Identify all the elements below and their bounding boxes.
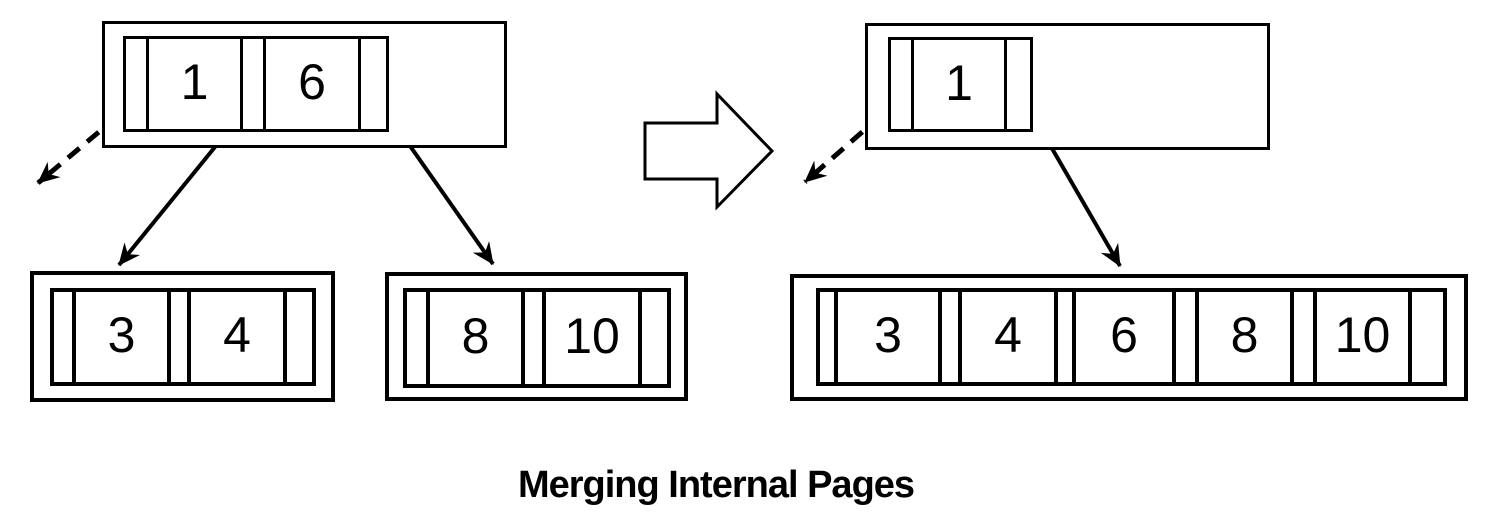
pointer-slot [126, 39, 149, 129]
pointer-slot [361, 39, 386, 129]
after-merged-child-record-strip: 3 4 6 8 10 [816, 288, 1447, 386]
key-value: 6 [1110, 307, 1138, 363]
key-cell: 4 [962, 292, 1058, 382]
before-root-record-strip: 1 6 [123, 36, 389, 132]
key-value: 3 [107, 307, 136, 363]
key-value: 6 [298, 54, 326, 110]
key-value: 3 [874, 307, 902, 363]
key-cell: 4 [191, 292, 287, 382]
key-value: 4 [994, 307, 1022, 363]
pointer-slot [891, 40, 914, 129]
pointer-slot [1176, 292, 1199, 382]
diagram-caption: Merging Internal Pages [517, 464, 915, 506]
after-root-page: 1 [865, 23, 1270, 150]
pointer-slot [1058, 292, 1076, 382]
pointer-slot [942, 292, 962, 382]
pointer-slot [171, 292, 191, 382]
key-cell: 6 [1076, 292, 1176, 382]
key-cell: 8 [1199, 292, 1294, 382]
key-value: 8 [1230, 307, 1259, 363]
key-cell: 3 [838, 292, 942, 382]
key-value: 1 [180, 54, 209, 110]
key-cell: 1 [914, 40, 1007, 129]
pointer-slot [54, 292, 76, 382]
key-cell: 1 [149, 39, 243, 129]
after-root-record-strip: 1 [888, 37, 1033, 132]
key-value: 10 [1334, 307, 1391, 363]
pointer-slot [243, 39, 266, 129]
pointer-slot [642, 292, 667, 384]
key-cell: 10 [546, 292, 642, 384]
pointer-slot [287, 292, 312, 382]
key-value: 8 [461, 308, 490, 364]
transform-block-arrow [643, 90, 775, 211]
before-left-child-page: 3 4 [30, 271, 335, 402]
pointer-slot [1294, 292, 1317, 382]
key-value: 1 [945, 54, 973, 111]
before-right-child-page: 8 10 [385, 272, 688, 401]
before-root-page: 1 6 [102, 21, 507, 148]
key-cell: 8 [430, 292, 525, 384]
pointer-slot [525, 292, 546, 384]
pointer-slot [1007, 40, 1030, 129]
pointer-slot [1412, 292, 1443, 382]
before-right-child-record-strip: 8 10 [403, 288, 671, 388]
key-value: 10 [564, 308, 620, 364]
pointer-slot [820, 292, 838, 382]
after-merged-child-page: 3 4 6 8 10 [790, 274, 1468, 401]
key-cell: 6 [266, 39, 361, 129]
pointer-slot [407, 292, 430, 384]
key-cell: 3 [76, 292, 171, 382]
before-left-child-record-strip: 3 4 [50, 288, 316, 386]
key-cell: 10 [1317, 292, 1412, 382]
key-value: 4 [223, 307, 251, 363]
